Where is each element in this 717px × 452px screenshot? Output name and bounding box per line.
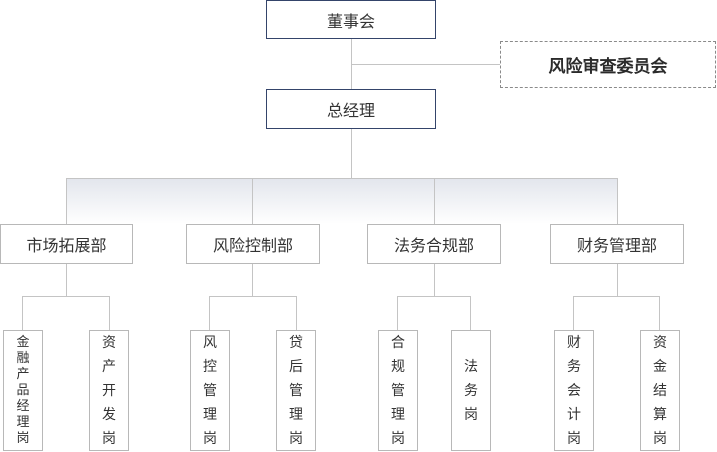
connector-line [209, 296, 297, 297]
connector-line [66, 178, 67, 224]
position-label: 法务岗 [464, 358, 478, 423]
department-risk-control: 风险控制部 [186, 224, 320, 264]
position-fund-settlement: 资金结算岗 [640, 330, 680, 451]
connector-line [434, 264, 435, 296]
connector-line [573, 296, 660, 297]
connector-line [617, 264, 618, 296]
position-post-loan-management: 贷后管理岗 [276, 330, 316, 451]
connector-line [66, 264, 67, 296]
department-legal-compliance: 法务合规部 [367, 224, 501, 264]
department-label: 市场拓展部 [26, 236, 107, 255]
board-label: 董事会 [326, 11, 375, 31]
connector-line [397, 296, 471, 297]
position-legal: 法务岗 [451, 330, 491, 451]
connector-line [296, 296, 297, 330]
position-asset-development: 资产开发岗 [89, 330, 129, 451]
general-manager-box: 总经理 [266, 89, 436, 129]
connector-line [252, 178, 253, 224]
risk-review-committee-label: 风险审查委员会 [548, 57, 668, 77]
position-financial-accounting: 财务会计岗 [554, 330, 594, 451]
connector-line [470, 296, 471, 330]
position-risk-control-management: 风控管理岗 [190, 330, 230, 451]
risk-review-committee-box: 风险审查委员会 [500, 41, 716, 88]
position-label: 财务会计岗 [567, 334, 581, 447]
connector-line [209, 296, 210, 330]
position-label: 资产开发岗 [102, 334, 116, 447]
department-market-expansion: 市场拓展部 [0, 224, 133, 264]
connector-line [617, 178, 618, 224]
connector-line [573, 296, 574, 330]
position-financial-product-manager: 金融产品经理岗 [3, 330, 43, 451]
position-label: 金融产品经理岗 [16, 334, 30, 446]
general-manager-label: 总经理 [326, 101, 375, 120]
connector-line [22, 296, 110, 297]
board-box: 董事会 [266, 0, 436, 39]
position-compliance-management: 合规管理岗 [378, 330, 418, 451]
connector-line [22, 296, 23, 330]
connector-line [659, 296, 660, 330]
position-label: 贷后管理岗 [289, 334, 303, 447]
connector-band [66, 178, 618, 224]
department-label: 法务合规部 [393, 236, 474, 255]
position-label: 风控管理岗 [203, 334, 217, 447]
connector-line [109, 296, 110, 330]
department-label: 风险控制部 [212, 236, 293, 255]
connector-line [434, 178, 435, 224]
connector-line [351, 129, 352, 178]
department-finance: 财务管理部 [550, 224, 684, 264]
connector-line [397, 296, 398, 330]
connector-line [252, 264, 253, 296]
position-label: 资金结算岗 [653, 334, 667, 447]
position-label: 合规管理岗 [391, 334, 405, 447]
department-label: 财务管理部 [576, 236, 657, 255]
connector-line [351, 64, 500, 65]
